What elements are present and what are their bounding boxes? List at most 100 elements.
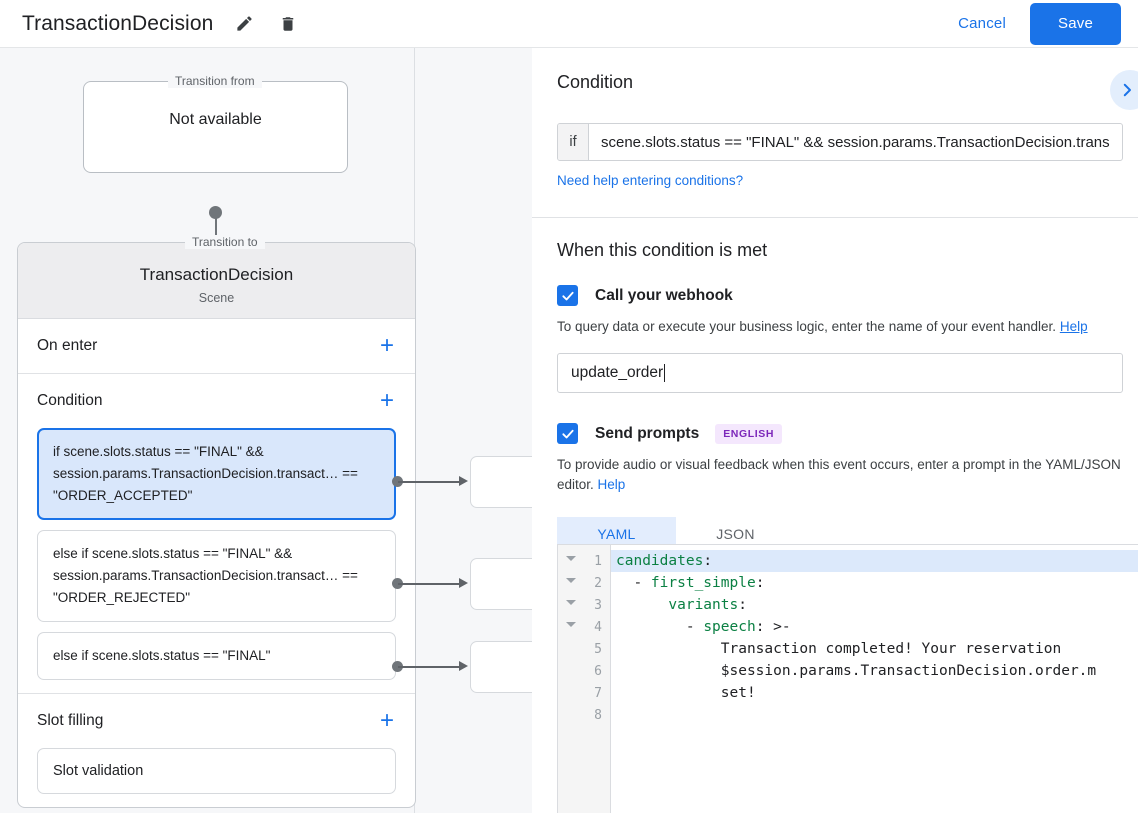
add-on-enter-button[interactable]: +: [379, 332, 394, 359]
condition-if-prefix: if: [558, 124, 589, 160]
code-indent: [616, 641, 721, 657]
slot-filling-list: Slot validation: [18, 748, 415, 807]
cancel-button[interactable]: Cancel: [944, 7, 1020, 40]
gutter-row: 2: [558, 572, 610, 594]
webhook-checkbox-row: Call your webhook: [557, 285, 1138, 306]
line-number: 3: [594, 597, 602, 613]
code-punc: :: [738, 597, 747, 613]
language-badge: ENGLISH: [715, 423, 783, 444]
condition-expression-input[interactable]: if scene.slots.status == "FINAL" && sess…: [557, 123, 1123, 161]
gutter-row: 8: [558, 704, 610, 726]
transition-from-card: Transition from Not available: [83, 74, 348, 173]
section-condition-title: Condition: [37, 392, 103, 409]
gutter-row: 5: [558, 638, 610, 660]
condition-connector-dot: [392, 476, 403, 487]
line-number: 5: [594, 641, 602, 657]
tab-json[interactable]: JSON: [716, 526, 755, 542]
section-on-enter-header: On enter +: [18, 319, 415, 373]
add-condition-button[interactable]: +: [379, 387, 394, 414]
page-title: TransactionDecision: [22, 11, 214, 35]
condition-connector-arrow: [459, 578, 468, 588]
fold-arrow-icon[interactable]: [566, 578, 576, 583]
webhook-helper-text: To query data or execute your business l…: [557, 317, 1123, 337]
code-indent: [616, 597, 668, 613]
prompts-help-link[interactable]: Help: [597, 477, 626, 492]
code-line[interactable]: variants:: [611, 594, 1138, 616]
line-number: 4: [594, 619, 602, 635]
pencil-icon[interactable]: [231, 11, 257, 37]
gutter-row: 3: [558, 594, 610, 616]
list-item[interactable]: Slot validation: [37, 748, 396, 794]
code-rest: $session.params.TransactionDecision.orde…: [720, 663, 1097, 679]
transition-from-legend: Transition from: [168, 74, 262, 88]
prompts-helper-text: To provide audio or visual feedback when…: [557, 455, 1123, 495]
condition-list-item[interactable]: else if scene.slots.status == "FINAL": [37, 632, 396, 680]
send-prompts-checkbox[interactable]: [557, 423, 578, 444]
section-condition: Condition + if scene.slots.status == "FI…: [18, 374, 415, 694]
code-key: candidates: [616, 553, 704, 569]
condition-list-item[interactable]: else if scene.slots.status == "FINAL" &&…: [37, 530, 396, 622]
section-slot-filling-title: Slot filling: [37, 712, 104, 729]
webhook-handler-input[interactable]: update_order: [557, 353, 1123, 393]
code-line[interactable]: Transaction completed! Your reservation: [611, 638, 1138, 660]
call-webhook-checkbox[interactable]: [557, 285, 578, 306]
code-punc: :: [755, 619, 765, 635]
trash-icon[interactable]: [275, 11, 301, 37]
save-button[interactable]: Save: [1030, 2, 1121, 45]
editor-gutter: 1 2 3 4 5 6 7 8: [558, 545, 611, 813]
code-line[interactable]: - speech: >-: [611, 616, 1138, 638]
top-app-bar: TransactionDecision Cancel Save: [0, 0, 1138, 48]
line-number: 6: [594, 663, 602, 679]
condition-connector-dot: [392, 578, 403, 589]
fold-arrow-icon[interactable]: [566, 622, 576, 627]
when-met-title: When this condition is met: [557, 240, 768, 260]
webhook-helper-body: To query data or execute your business l…: [557, 319, 1057, 334]
send-prompts-label: Send prompts: [595, 424, 700, 442]
code-line[interactable]: [611, 704, 1138, 726]
scene-card: Transition to TransactionDecision Scene …: [17, 235, 416, 808]
condition-target-node[interactable]: [470, 641, 532, 693]
gutter-row: 1: [558, 550, 610, 572]
code-indent: -: [616, 619, 704, 635]
code-punc: :: [703, 553, 713, 569]
transition-to-legend: Transition to: [185, 235, 265, 249]
code-line[interactable]: candidates:: [611, 550, 1138, 572]
scene-card-header: Transition to TransactionDecision Scene: [18, 235, 415, 319]
condition-connector-line: [398, 481, 462, 483]
code-key: variants: [668, 597, 739, 613]
yaml-code-editor[interactable]: 1 2 3 4 5 6 7 8 candidates: - first_simp…: [557, 544, 1138, 813]
call-webhook-label: Call your webhook: [595, 286, 733, 304]
section-condition-header: Condition +: [18, 374, 415, 428]
condition-target-node[interactable]: [470, 456, 532, 508]
scene-card-type: Scene: [198, 291, 235, 305]
fold-arrow-icon[interactable]: [566, 600, 576, 605]
prompts-helper-body: To provide audio or visual feedback when…: [557, 457, 1121, 492]
code-rest: Transaction completed! Your reservation: [720, 641, 1062, 657]
webhook-help-link[interactable]: Help: [1059, 319, 1088, 334]
scene-card-name: TransactionDecision: [139, 265, 294, 284]
code-line[interactable]: - first_simple:: [611, 572, 1138, 594]
condition-connector-dot: [392, 661, 403, 672]
text-caret: [664, 364, 666, 382]
fold-arrow-icon[interactable]: [566, 556, 576, 561]
gutter-row: 4: [558, 616, 610, 638]
scene-graph-canvas: Transition from Not available Transition…: [0, 48, 532, 813]
condition-expression-value[interactable]: scene.slots.status == "FINAL" && session…: [601, 133, 1110, 151]
editor-code-area[interactable]: candidates: - first_simple: variants: - …: [611, 545, 1138, 813]
chevron-right-icon[interactable]: [1110, 70, 1138, 110]
section-slot-filling: Slot filling + Slot validation: [18, 694, 415, 807]
add-slot-filling-button[interactable]: +: [379, 707, 394, 734]
code-punc: :: [755, 575, 765, 591]
code-line[interactable]: $session.params.TransactionDecision.orde…: [611, 660, 1138, 682]
section-slot-filling-header: Slot filling +: [18, 694, 415, 748]
when-condition-met-section: When this condition is met Call your web…: [532, 218, 1138, 551]
condition-target-node[interactable]: [470, 558, 532, 610]
transition-from-value: Not available: [169, 111, 262, 128]
condition-editor-section: Condition if scene.slots.status == "FINA…: [532, 48, 1138, 218]
line-number: 1: [594, 553, 602, 569]
condition-list-item[interactable]: if scene.slots.status == "FINAL" && sess…: [37, 428, 396, 520]
condition-connector-line: [398, 666, 462, 668]
condition-help-link[interactable]: Need help entering conditions?: [557, 173, 744, 188]
code-line[interactable]: set!: [611, 682, 1138, 704]
code-key: first_simple: [650, 575, 756, 591]
